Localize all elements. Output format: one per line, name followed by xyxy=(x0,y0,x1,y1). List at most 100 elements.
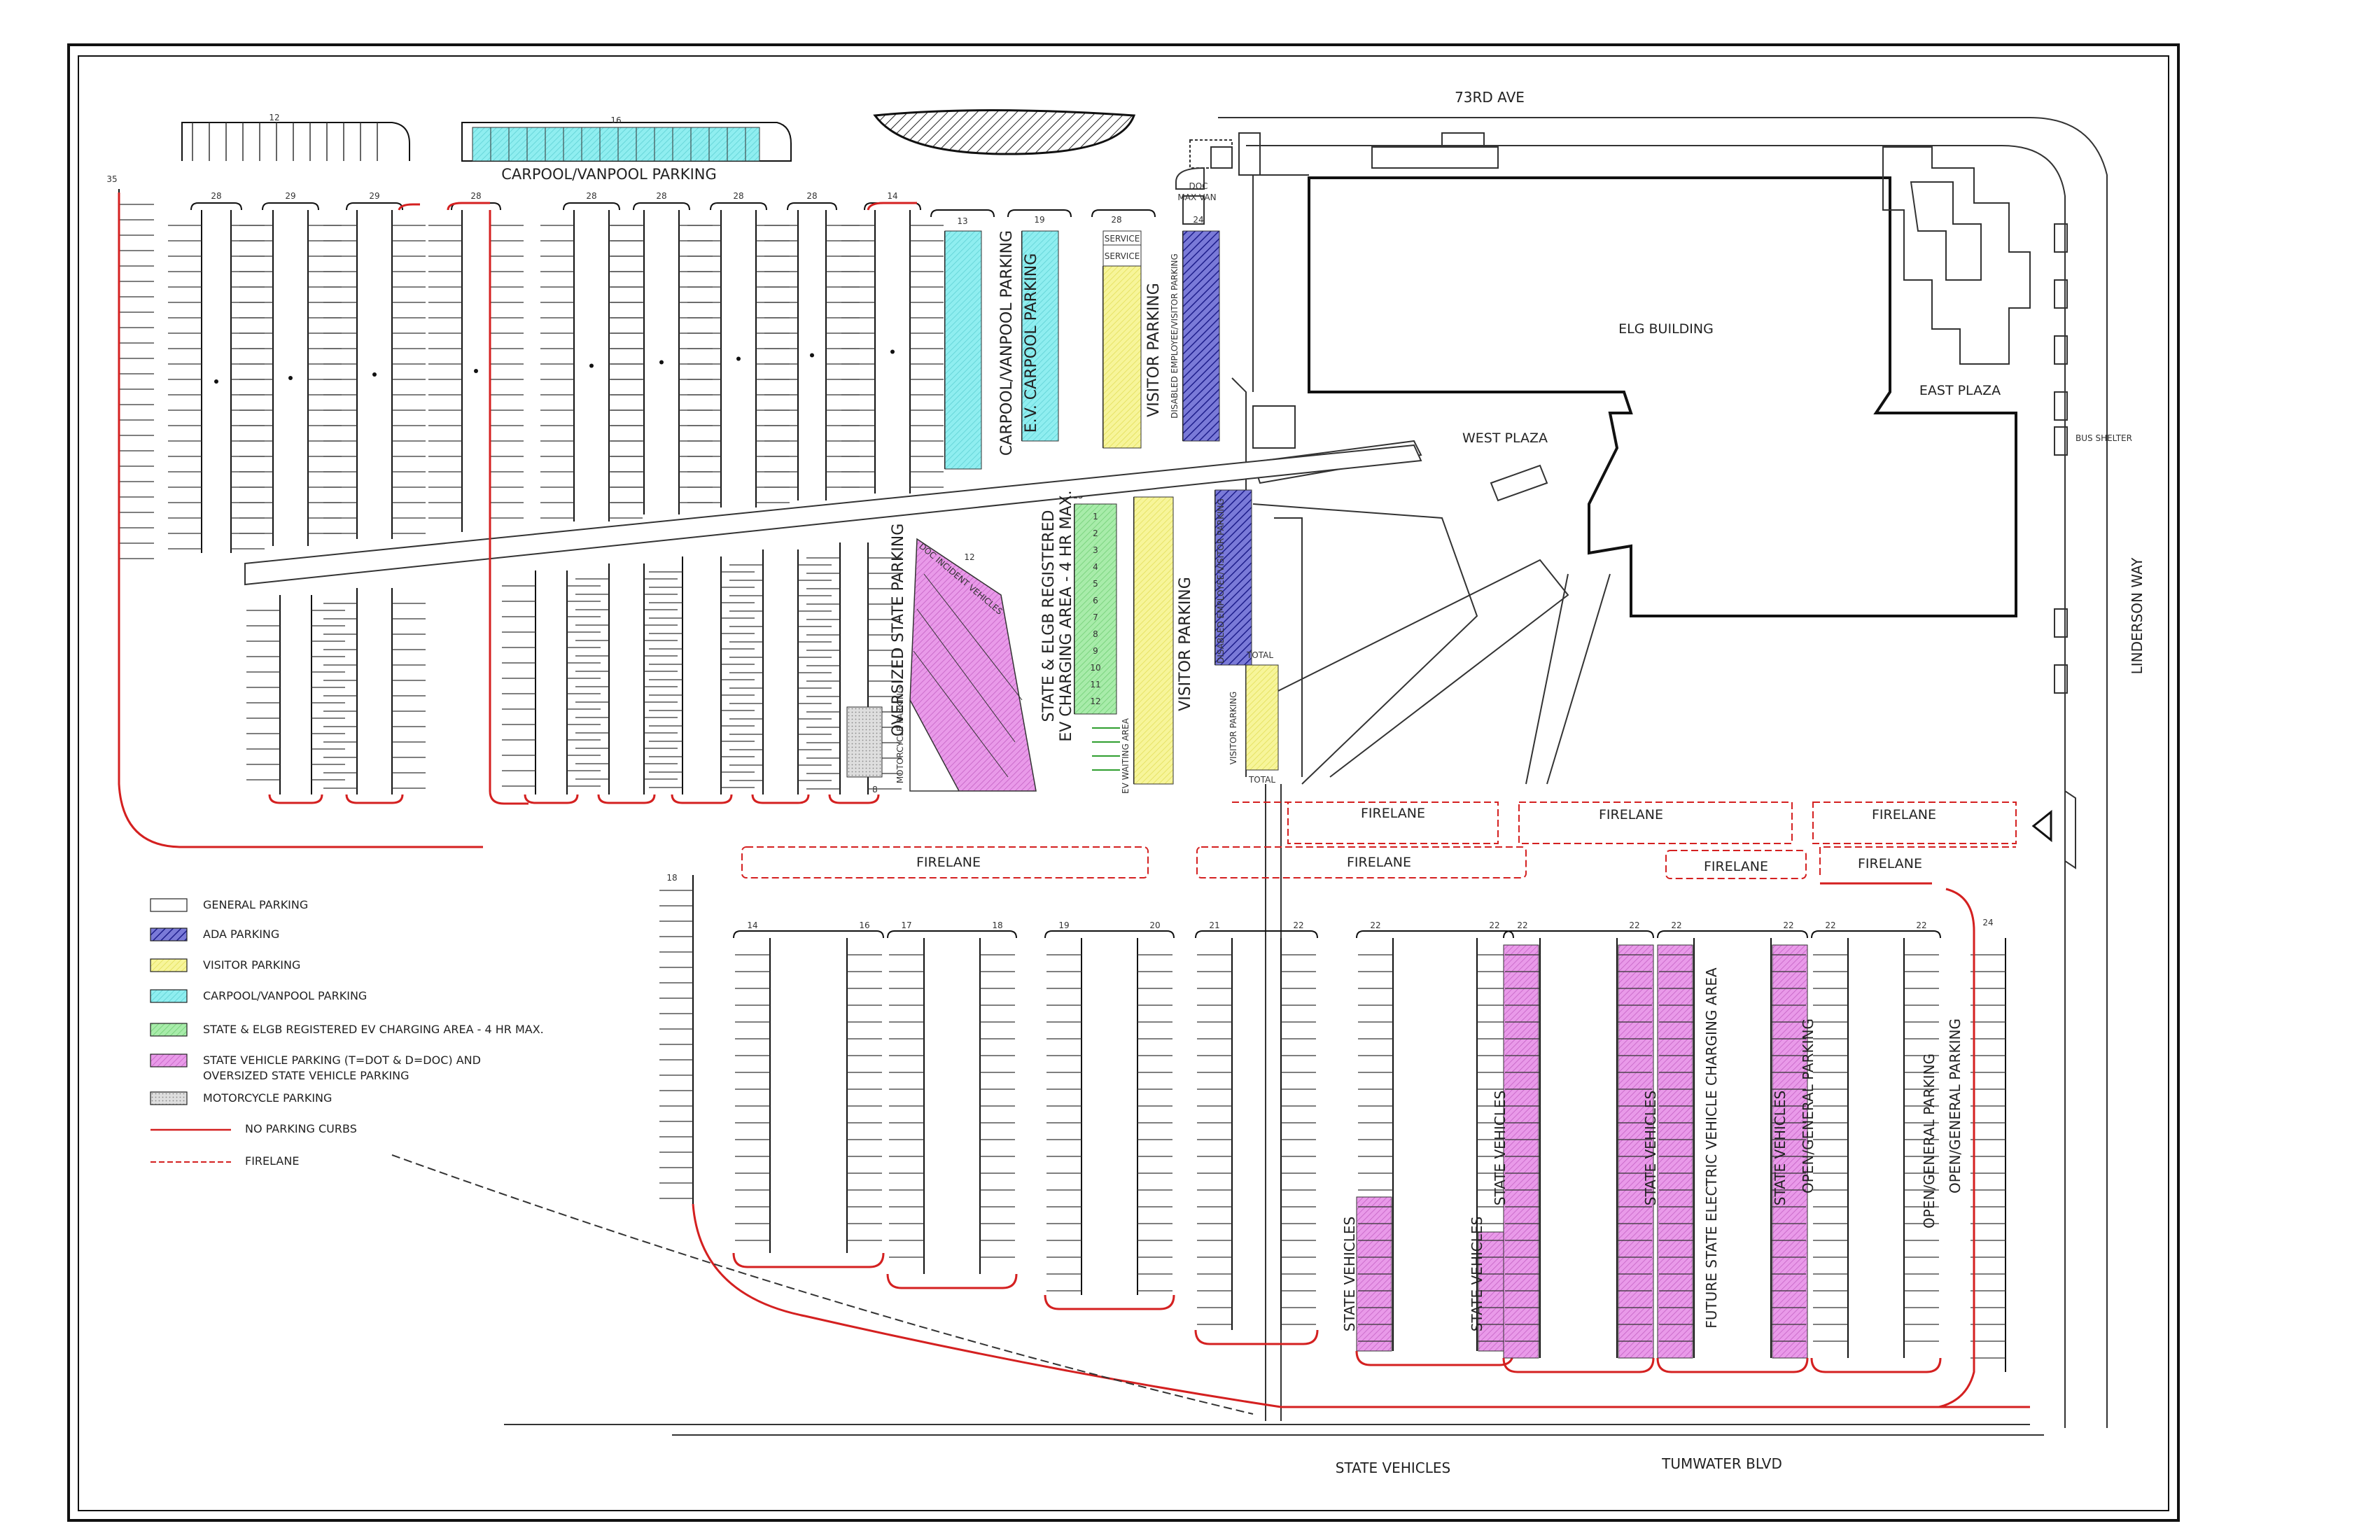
legend-swatch-general xyxy=(150,898,188,912)
south-row-cap xyxy=(1657,930,1808,939)
south-row-curb xyxy=(732,1252,885,1268)
elg-building-label: ELG BUILDING xyxy=(1618,321,1714,337)
street-layer xyxy=(504,117,2108,1436)
state-vehicle-zone xyxy=(1657,944,1693,1359)
north-lower-curb xyxy=(671,794,733,804)
visitor-lower-zone xyxy=(1133,496,1279,785)
south-row-count: 22 xyxy=(1293,920,1303,930)
legend-label-ev: STATE & ELGB REGISTERED EV CHARGING AREA… xyxy=(203,1023,544,1036)
south-dashed-edge xyxy=(391,1154,1254,1415)
ev-stall-number: 10 xyxy=(1090,663,1100,673)
oversized-state-zone xyxy=(909,538,1037,792)
firelane-label-4: FIRELANE xyxy=(1858,856,1922,872)
north-row-count: 29 xyxy=(285,191,295,201)
firelane-label-6: FIRELANE xyxy=(1599,807,1663,822)
south-row-count: 20 xyxy=(1149,920,1160,930)
open-general-label-3: OPEN/GENERAL PARKING xyxy=(1947,1018,1963,1194)
east-triangle-island xyxy=(2031,809,2052,843)
bus-shelter-label: BUS SHELTER xyxy=(2076,433,2132,443)
light-pole xyxy=(589,363,594,368)
south-row-count: 18 xyxy=(666,873,677,883)
south-sv-label-5: STATE VEHICLES xyxy=(1772,1091,1788,1205)
ada-upper-zone xyxy=(1182,230,1220,442)
sheet-border-inner xyxy=(78,55,2169,1511)
west-plaza-label: WEST PLAZA xyxy=(1462,430,1548,446)
ev-stall-number: 8 xyxy=(1093,629,1098,639)
south-sv-label-1: STATE VEHICLES xyxy=(1341,1217,1358,1331)
legend-swatch-ada xyxy=(150,927,188,941)
street-south-label: TUMWATER BLVD xyxy=(1661,1455,1782,1472)
north-row-count: 28 xyxy=(806,191,817,201)
ev-stall-number: 1 xyxy=(1093,512,1098,522)
firelane-label-1: FIRELANE xyxy=(916,855,981,870)
ev-stall-number: 12 xyxy=(1090,696,1100,706)
south-row-count: 24 xyxy=(1982,918,1993,927)
motorcycle-label: MOTORCYCLE PARKING xyxy=(895,687,905,783)
south-row-curb xyxy=(1355,1350,1515,1366)
ev-stall-number: 3 xyxy=(1093,545,1098,555)
firelane-label-5: FIRELANE xyxy=(1361,806,1425,821)
light-pole xyxy=(659,360,664,365)
open-general-label-2: OPEN/GENERAL PARKING xyxy=(1921,1054,1938,1228)
south-row-count: 19 xyxy=(1058,920,1069,930)
ev-stall-number: 7 xyxy=(1093,612,1098,622)
carpool-cap-2 xyxy=(1007,209,1072,218)
south-sv-label-3: STATE VEHICLES xyxy=(1492,1091,1508,1205)
south-row-count: 18 xyxy=(992,920,1002,930)
north-row-count: 28 xyxy=(656,191,666,201)
north-row-count: 24 xyxy=(1193,215,1203,225)
service-label-2: SERVICE xyxy=(1105,251,1140,261)
north-row-count: 12 xyxy=(964,552,974,562)
ev-waiting-label: EV WAITING AREA xyxy=(1121,718,1130,794)
north-lower-curb xyxy=(751,794,810,804)
legend-swatch-visitor xyxy=(150,958,188,972)
ev-stall-number: 11 xyxy=(1090,680,1100,690)
light-pole xyxy=(736,356,741,361)
south-row-count: 22 xyxy=(1783,920,1793,930)
street-north-label: 73RD AVE xyxy=(1455,89,1525,106)
east-plaza-label: EAST PLAZA xyxy=(1919,383,2001,398)
top-carpool-title: CARPOOL/VANPOOL PARKING xyxy=(501,166,717,183)
street-east-label: LINDERSON WAY xyxy=(2129,557,2146,675)
north-row-count: 35 xyxy=(106,174,117,184)
light-pole xyxy=(214,379,218,384)
ev-label-1: STATE & ELGB REGISTERED xyxy=(1040,510,1058,722)
legend-label-moto: MOTORCYCLE PARKING xyxy=(203,1091,332,1105)
ev-stall-number: 4 xyxy=(1093,562,1098,572)
max-van-label: MAX VAN xyxy=(1177,192,1216,202)
central-drive-aisle xyxy=(244,444,1422,586)
firelane-label-2: FIRELANE xyxy=(1347,855,1411,870)
legend-label-firelane: FIRELANE xyxy=(245,1154,299,1168)
elg-building-outline xyxy=(1308,176,2017,617)
ada-lower-zone xyxy=(1214,489,1252,666)
north-row-cap xyxy=(190,202,242,211)
south-row-count: 17 xyxy=(901,920,911,930)
north-lower-curb xyxy=(597,794,656,804)
north-row-count: 28 xyxy=(586,191,596,201)
legend-label-ada: ADA PARKING xyxy=(203,927,279,941)
south-row-curb xyxy=(1044,1294,1175,1310)
east-island-strip xyxy=(2064,790,2076,869)
open-general-label-1: OPEN/GENERAL PARKING xyxy=(1800,1018,1816,1194)
south-row-curb xyxy=(1656,1357,1809,1373)
ev-stall-number: 2 xyxy=(1093,528,1098,538)
north-row-count: 28 xyxy=(470,191,481,201)
legend-swatch-carpool xyxy=(150,989,188,1003)
top-carpool-lot xyxy=(461,122,792,162)
service-label-1: SERVICE xyxy=(1105,234,1140,244)
south-row-cap xyxy=(1356,930,1514,939)
north-row-count: 28 xyxy=(1111,215,1121,225)
north-row-count: 28 xyxy=(733,191,743,201)
north-lower-curb xyxy=(524,794,579,804)
legend-label-visitor: VISITOR PARKING xyxy=(203,958,300,972)
south-sv-label-2: STATE VEHICLES xyxy=(1469,1217,1485,1331)
south-row-count: 16 xyxy=(859,920,869,930)
light-pole xyxy=(810,353,814,358)
south-row-count: 22 xyxy=(1517,920,1527,930)
south-row-cap xyxy=(1811,930,1941,939)
carpool-cap xyxy=(930,209,995,218)
north-row-cap xyxy=(563,202,620,211)
street-south-left-label: STATE VEHICLES xyxy=(1336,1460,1450,1476)
